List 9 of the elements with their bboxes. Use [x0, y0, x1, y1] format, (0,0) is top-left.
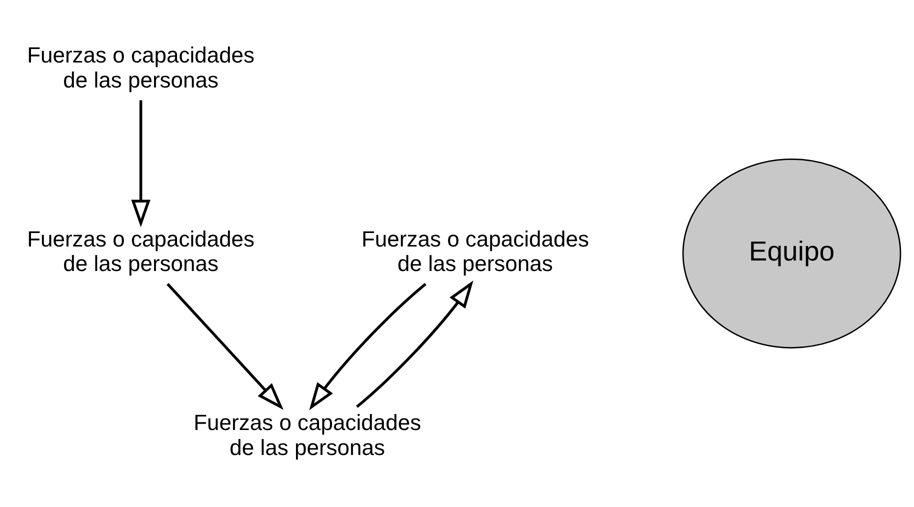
node-ellipse: Equipo [682, 158, 902, 348]
node-text: Fuerzas o capacidades de las personas [194, 410, 422, 460]
arrow [309, 282, 426, 410]
arrow [356, 280, 474, 408]
node-text: Fuerzas o capacidades de las personas [27, 42, 255, 92]
arrow [166, 283, 284, 410]
node-text: Fuerzas o capacidades de las personas [362, 226, 589, 276]
node-text: Fuerzas o capacidades de las personas [27, 226, 255, 276]
arrow [131, 100, 150, 228]
